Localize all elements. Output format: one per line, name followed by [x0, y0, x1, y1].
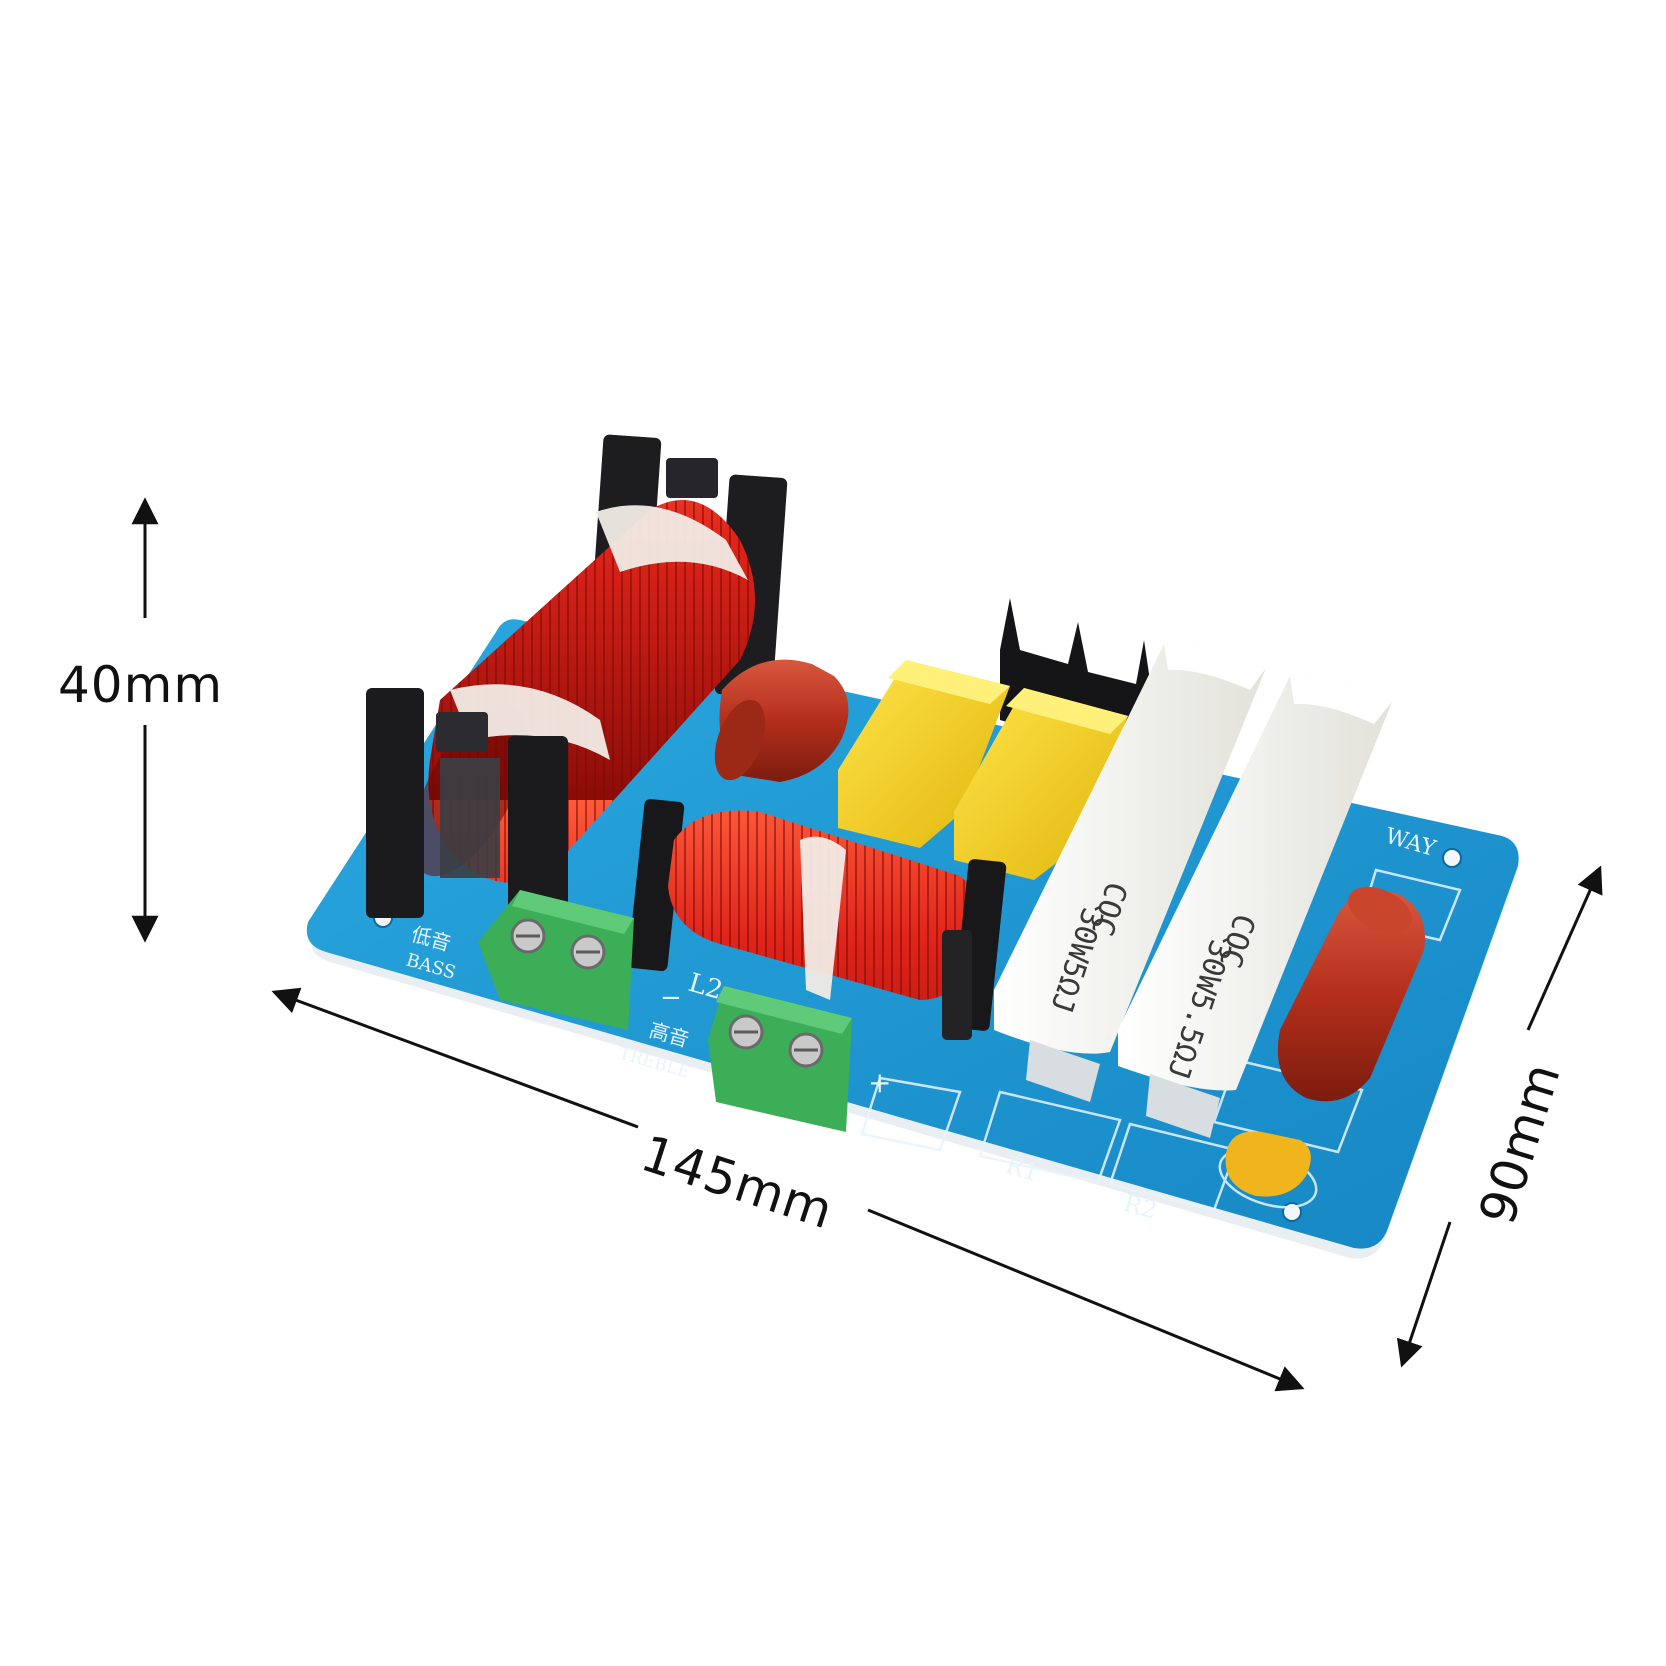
- yellow-capacitor-right: [954, 688, 1128, 880]
- silkscreen-plus: +: [868, 1066, 891, 1099]
- film-capacitor-upper: [714, 659, 849, 782]
- width-dimension-arrow: [1396, 865, 1603, 1368]
- bass-screw-terminal: [478, 890, 634, 1030]
- large-inductor-coil: [366, 434, 788, 966]
- ceramic-resistor-r2: 30W5.5ΩJ CQC: [1118, 675, 1392, 1138]
- yellow-capacitor-left: [838, 660, 1010, 848]
- treble-screw-terminal: [708, 986, 852, 1132]
- small-inductor-coil: [627, 798, 1007, 1040]
- silkscreen-minus: −: [660, 983, 682, 1013]
- height-dimension-label: 40mm: [58, 656, 224, 714]
- ceramic-resistor-r1: 30W5ΩJ CQC: [994, 642, 1266, 1102]
- film-capacitor-right: [1277, 886, 1425, 1102]
- small-ceramic-capacitor: [1225, 1131, 1311, 1197]
- mounting-hole: [1442, 848, 1462, 868]
- length-dimension-arrow: [271, 987, 1305, 1392]
